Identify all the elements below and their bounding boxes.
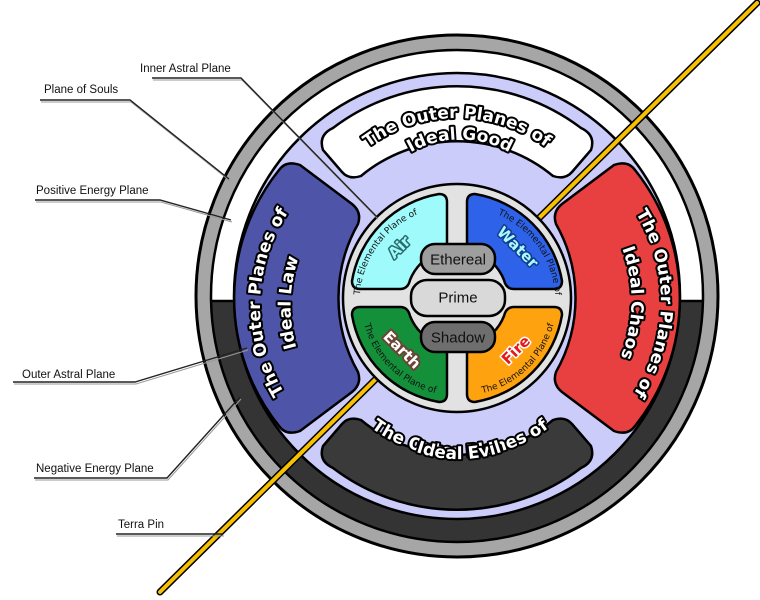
callout-label-outer-astral: Outer Astral Plane [22, 369, 115, 381]
outer-plane-good [320, 85, 594, 179]
callout-outer-astral: Outer Astral Plane [13, 347, 249, 385]
ethereal-plane [419, 242, 497, 276]
callout-positive-energy: Positive Energy Plane [35, 185, 233, 223]
callout-label-negative-energy: Negative Energy Plane [36, 463, 154, 475]
shadow-plane [419, 320, 497, 354]
outer-plane-chaos [553, 162, 682, 434]
outer-plane-law [232, 162, 361, 434]
callout-label-positive-energy: Positive Energy Plane [36, 185, 149, 197]
shadow-label: Shadow [431, 330, 485, 347]
callout-souls: Plane of Souls [40, 84, 231, 182]
outer-plane-evil [320, 417, 594, 511]
callout-label-terra-pin: Terra Pin [118, 519, 164, 531]
callout-label-inner-astral: Inner Astral Plane [140, 63, 231, 75]
ethereal-label: Ethereal [430, 252, 486, 269]
callout-label-souls: Plane of Souls [44, 84, 118, 96]
callout-negative-energy: Negative Energy Plane [34, 396, 242, 481]
prime-plane [409, 278, 507, 318]
callout-terra-pin: Terra Pin [116, 519, 224, 537]
prime-label: Prime [438, 290, 477, 307]
callout-inner-astral: Inner Astral Plane [140, 63, 379, 220]
